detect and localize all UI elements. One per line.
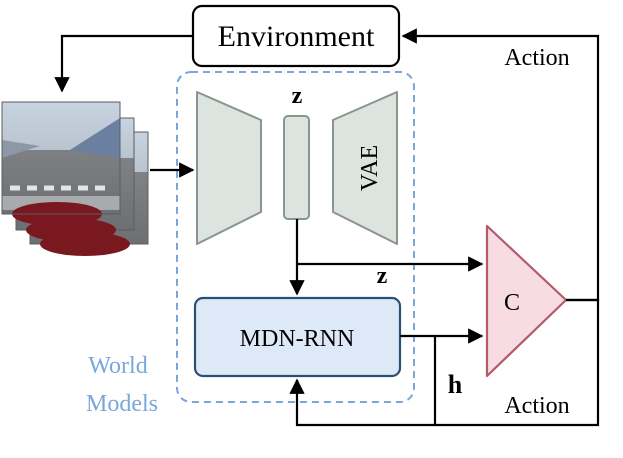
action-bottom-label: Action	[504, 393, 569, 419]
environment-label: Environment	[218, 20, 375, 53]
mdn-rnn-label: MDN-RNN	[240, 326, 355, 352]
world-models-region	[176, 71, 415, 403]
arrow-env-to-observation	[54, 34, 193, 93]
vae-label: VAE	[357, 145, 383, 191]
arrow-h-feedback	[289, 336, 437, 427]
arrow-action-loop	[435, 298, 600, 427]
action-top-label: Action	[504, 45, 569, 71]
latent-z-vector	[283, 115, 310, 220]
vae-encoder	[196, 91, 262, 245]
driving-scene-frames-icon	[1, 101, 149, 256]
mdn-rnn-box: MDN-RNN	[193, 296, 402, 378]
controller: C	[485, 224, 568, 378]
h-label: h	[448, 370, 463, 399]
vae-decoder	[332, 91, 398, 245]
z-mid-label: z	[377, 263, 388, 289]
controller-label: C	[504, 290, 520, 316]
world-label: World	[88, 353, 147, 379]
z-top-label: z	[292, 83, 303, 109]
models-label: Models	[86, 391, 158, 417]
environment-box: Environment	[191, 4, 401, 68]
